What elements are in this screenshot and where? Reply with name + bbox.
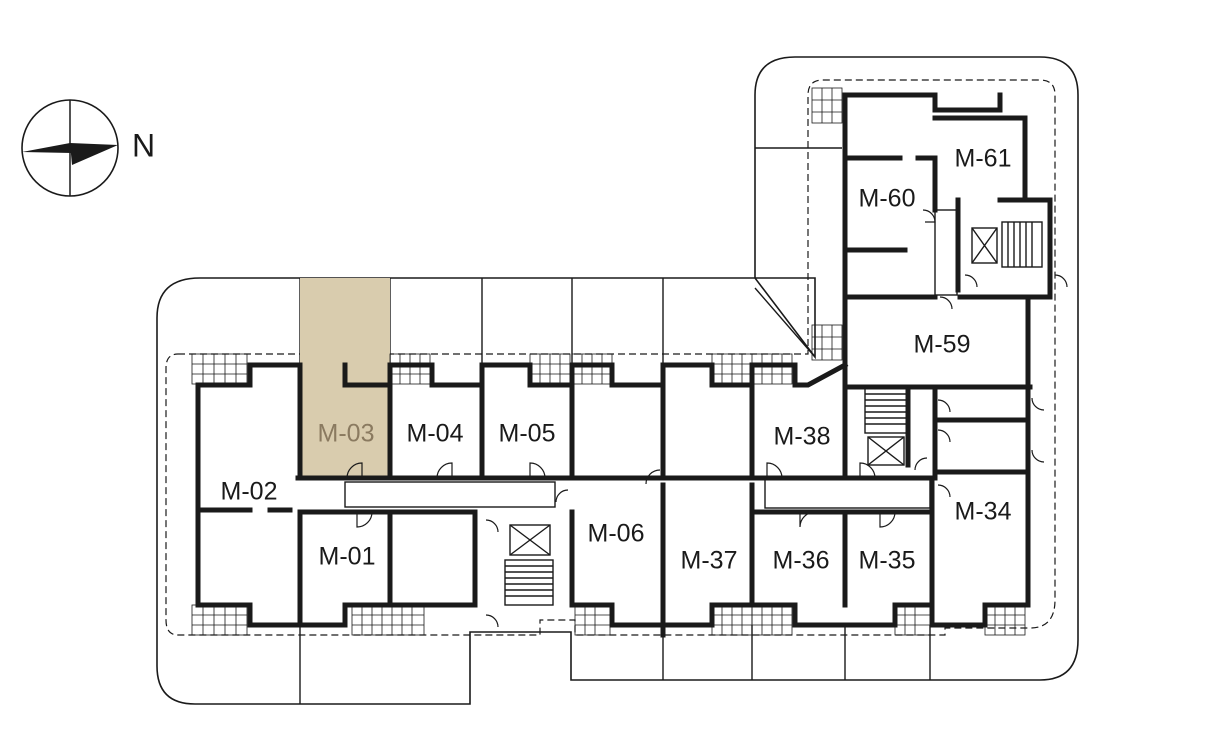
unit-m-04[interactable]: M-04 bbox=[407, 420, 464, 448]
unit-m-61[interactable]: M-61 bbox=[955, 145, 1012, 173]
unit-m-37[interactable]: M-37 bbox=[681, 547, 738, 575]
doors bbox=[346, 209, 1068, 628]
unit-m-34[interactable]: M-34 bbox=[955, 498, 1012, 526]
unit-label: M-34 bbox=[955, 498, 1012, 526]
stairwell-west bbox=[504, 524, 554, 606]
unit-m-03[interactable]: M-03 bbox=[318, 420, 375, 448]
unit-label: M-59 bbox=[914, 331, 971, 359]
terrace-dividers bbox=[299, 278, 931, 704]
unit-label: M-02 bbox=[221, 478, 278, 506]
unit-m-38[interactable]: M-38 bbox=[774, 423, 831, 451]
unit-m-01[interactable]: M-01 bbox=[319, 543, 376, 571]
unit-label: M-36 bbox=[773, 547, 830, 575]
unit-m-05[interactable]: M-05 bbox=[499, 420, 556, 448]
unit-m-36[interactable]: M-36 bbox=[773, 547, 830, 575]
stairwell-east bbox=[971, 221, 1043, 268]
unit-m-60[interactable]: M-60 bbox=[859, 185, 916, 213]
unit-label: M-61 bbox=[955, 145, 1012, 173]
unit-label: M-60 bbox=[859, 185, 916, 213]
unit-m-06[interactable]: M-06 bbox=[588, 520, 645, 548]
unit-label: M-35 bbox=[859, 547, 916, 575]
north-compass: N bbox=[21, 99, 155, 197]
unit-m-35[interactable]: M-35 bbox=[859, 547, 916, 575]
unit-label: M-04 bbox=[407, 420, 464, 448]
unit-label: M-01 bbox=[319, 543, 376, 571]
unit-m-59[interactable]: M-59 bbox=[914, 331, 971, 359]
unit-label: M-06 bbox=[588, 520, 645, 548]
stairwell-middle bbox=[864, 387, 908, 466]
balcony-dashed-line bbox=[165, 79, 1056, 636]
unit-label: M-38 bbox=[774, 423, 831, 451]
unit-label: M-37 bbox=[681, 547, 738, 575]
north-label: N bbox=[132, 127, 155, 163]
terrace-outline bbox=[156, 56, 1079, 705]
corridors bbox=[344, 209, 958, 509]
unit-label: M-05 bbox=[499, 420, 556, 448]
unit-label: M-03 bbox=[318, 420, 375, 448]
unit-m-02[interactable]: M-02 bbox=[221, 478, 278, 506]
